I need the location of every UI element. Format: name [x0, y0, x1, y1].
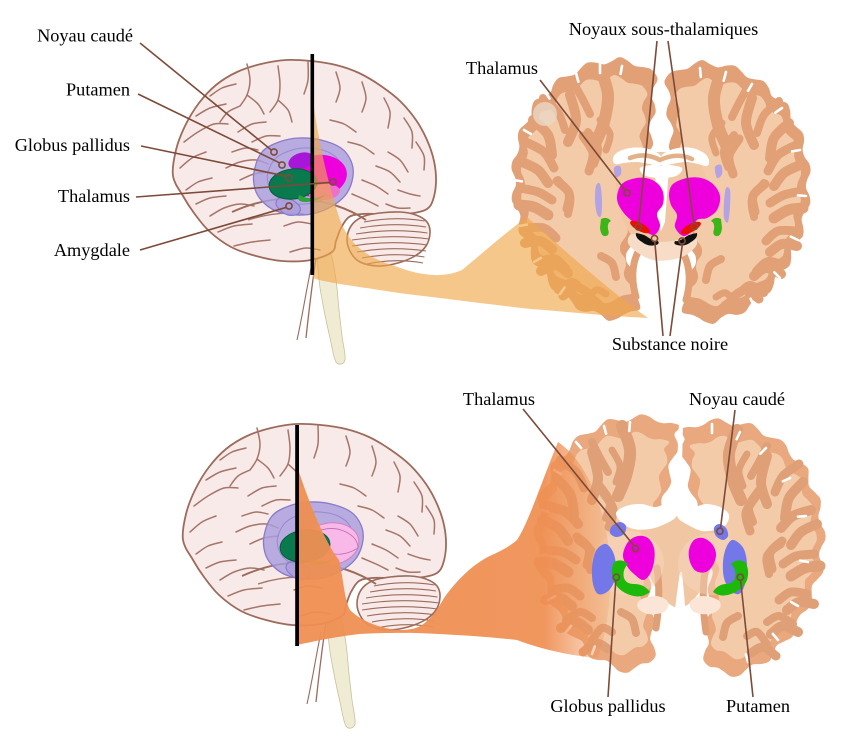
svg-text:Thalamus: Thalamus: [58, 186, 130, 206]
svg-text:Thalamus: Thalamus: [466, 58, 538, 78]
svg-text:Substance noire: Substance noire: [612, 334, 728, 354]
svg-text:Thalamus: Thalamus: [463, 389, 535, 409]
svg-text:Noyau caudé: Noyau caudé: [37, 26, 133, 46]
svg-text:Globus pallidus: Globus pallidus: [550, 696, 665, 716]
svg-text:Noyau caudé: Noyau caudé: [689, 389, 785, 409]
svg-text:Globus pallidus: Globus pallidus: [15, 135, 130, 155]
svg-text:Putamen: Putamen: [726, 696, 790, 716]
svg-text:Amygdale: Amygdale: [54, 240, 130, 260]
svg-text:Putamen: Putamen: [66, 80, 130, 100]
svg-text:Noyaux sous-thalamiques: Noyaux sous-thalamiques: [569, 19, 758, 39]
